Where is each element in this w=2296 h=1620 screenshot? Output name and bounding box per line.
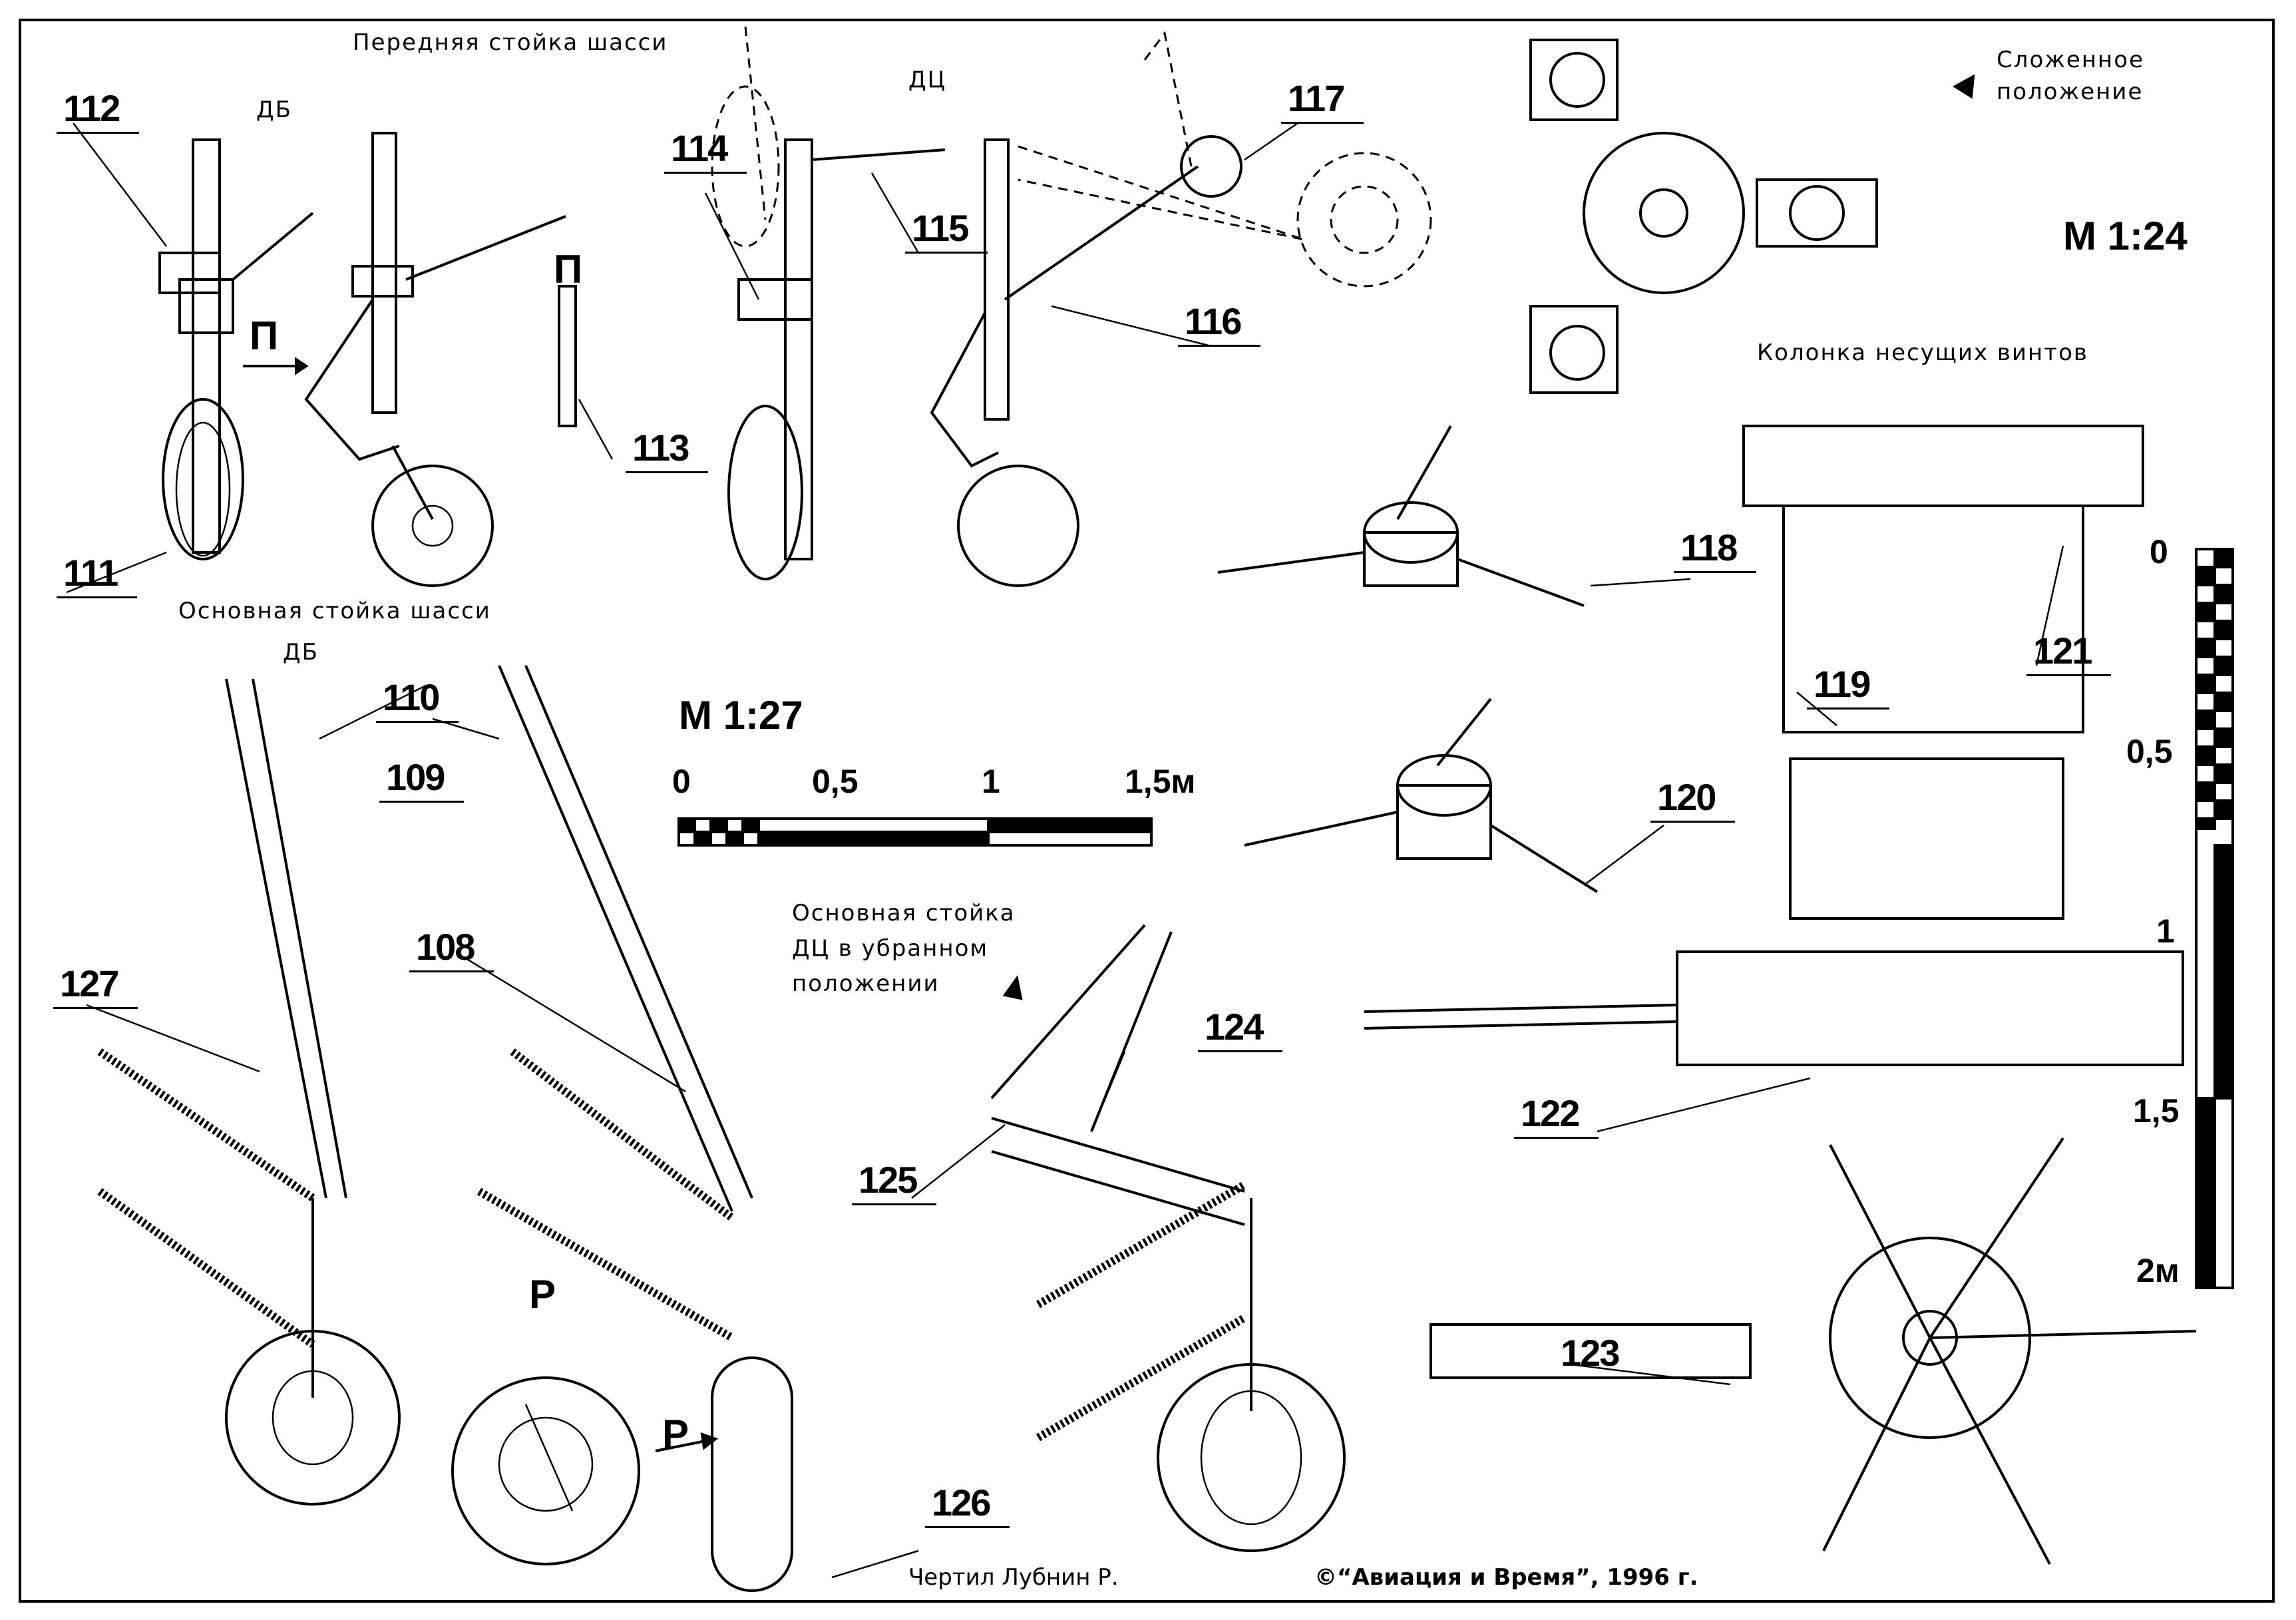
view-label-r-1: Р (529, 1272, 556, 1316)
scale-title-1-24: М 1:24 (2063, 214, 2188, 258)
swashplate-118-drawing (1217, 425, 1585, 607)
caption-rotor-column: Колонка несущих винтов (1757, 339, 2088, 366)
part-number-115: 115 (904, 207, 988, 254)
part-number-126: 126 (924, 1482, 1011, 1528)
main-strut-db-side-drawing (477, 665, 793, 1592)
vscale-tick-0-5: 0,5 (2126, 733, 2173, 770)
front-strut-dc-drawing (711, 26, 946, 580)
part-number-113: 113 (625, 427, 709, 473)
leader-lines (66, 122, 2064, 1579)
caption-retracted-line2: ДЦ в убранном (792, 935, 989, 962)
part-number-127: 127 (53, 962, 139, 1009)
vscale-tick-1: 1 (2156, 912, 2175, 950)
main-strut-db-drawing (97, 678, 401, 1506)
part-number-120: 120 (1650, 776, 1736, 823)
front-strut-dc-side-drawing (930, 31, 1432, 587)
part-number-111: 111 (56, 552, 138, 598)
view-label-p-2: П (554, 247, 583, 292)
part-number-109: 109 (379, 756, 465, 803)
part-number-108: 108 (409, 926, 495, 972)
author-credit: Чертил Лубнин Р. (908, 1564, 1119, 1591)
caption-retracted-line1: Основная стойка (792, 900, 1016, 926)
link-113-drawing (558, 285, 577, 427)
view-label-p-1: П (250, 313, 279, 358)
scale-tick-0: 0 (672, 763, 691, 800)
caption-folded-line2: положение (1997, 79, 2144, 105)
part-number-114: 114 (664, 127, 747, 174)
caption-front-strut: Передняя стойка шасси (353, 29, 668, 56)
part-number-116: 116 (1177, 300, 1261, 347)
caption-retracted-line3: положении (792, 970, 940, 997)
scale-bar-1-24 (2195, 548, 2234, 1289)
part-number-124: 124 (1197, 1006, 1284, 1052)
scale-title-1-27: М 1:27 (679, 693, 803, 737)
scale-tick-0-5: 0,5 (812, 763, 859, 800)
main-strut-dc-retracted-drawing (990, 924, 1346, 1552)
wheel-view-r-drawing (451, 1376, 640, 1565)
part-number-122: 122 (1513, 1092, 1600, 1139)
drawing-frame (19, 19, 2275, 1603)
vscale-tick-0: 0 (2150, 533, 2168, 570)
folded-rotor-head-drawing (1529, 39, 1878, 394)
rotor-column-drawing (1364, 425, 2184, 1066)
caption-db-top: ДБ (256, 97, 292, 123)
view-arrow-r (655, 1432, 719, 1452)
vscale-tick-2: 2м (2136, 1252, 2180, 1289)
scale-tick-1-5: 1,5м (1125, 763, 1196, 800)
caption-db-main: ДБ (283, 639, 319, 666)
part-number-117: 117 (1280, 77, 1364, 124)
part-number-123: 123 (1553, 1332, 1640, 1378)
caption-dc-top: ДЦ (908, 67, 946, 93)
part-number-119: 119 (1806, 663, 1890, 709)
pointer-triangle-folded (1953, 74, 1975, 99)
swashplate-120-drawing (1244, 698, 1599, 893)
front-strut-db-drawing (158, 138, 314, 560)
rotor-hub-top-drawing (1430, 1137, 2197, 1565)
part-number-125: 125 (851, 1159, 938, 1205)
vscale-tick-1-5: 1,5 (2133, 1092, 2180, 1129)
copyright: ©“Авиация и Время”, 1996 г. (1314, 1564, 1698, 1591)
front-strut-side-drawing (304, 132, 566, 587)
scale-tick-1: 1 (982, 763, 1000, 800)
pointer-triangle-retracted (1002, 975, 1023, 1000)
part-number-118: 118 (1673, 526, 1757, 573)
part-number-112: 112 (56, 87, 140, 134)
scale-bar-1-27 (677, 817, 1153, 847)
view-arrow-p (243, 357, 309, 375)
view-label-r-2: Р (662, 1412, 689, 1456)
caption-main-strut: Основная стойка шасси (178, 598, 491, 624)
part-number-110: 110 (375, 676, 459, 723)
part-number-121: 121 (2026, 630, 2112, 676)
caption-folded-line1: Сложенное (1997, 47, 2144, 73)
